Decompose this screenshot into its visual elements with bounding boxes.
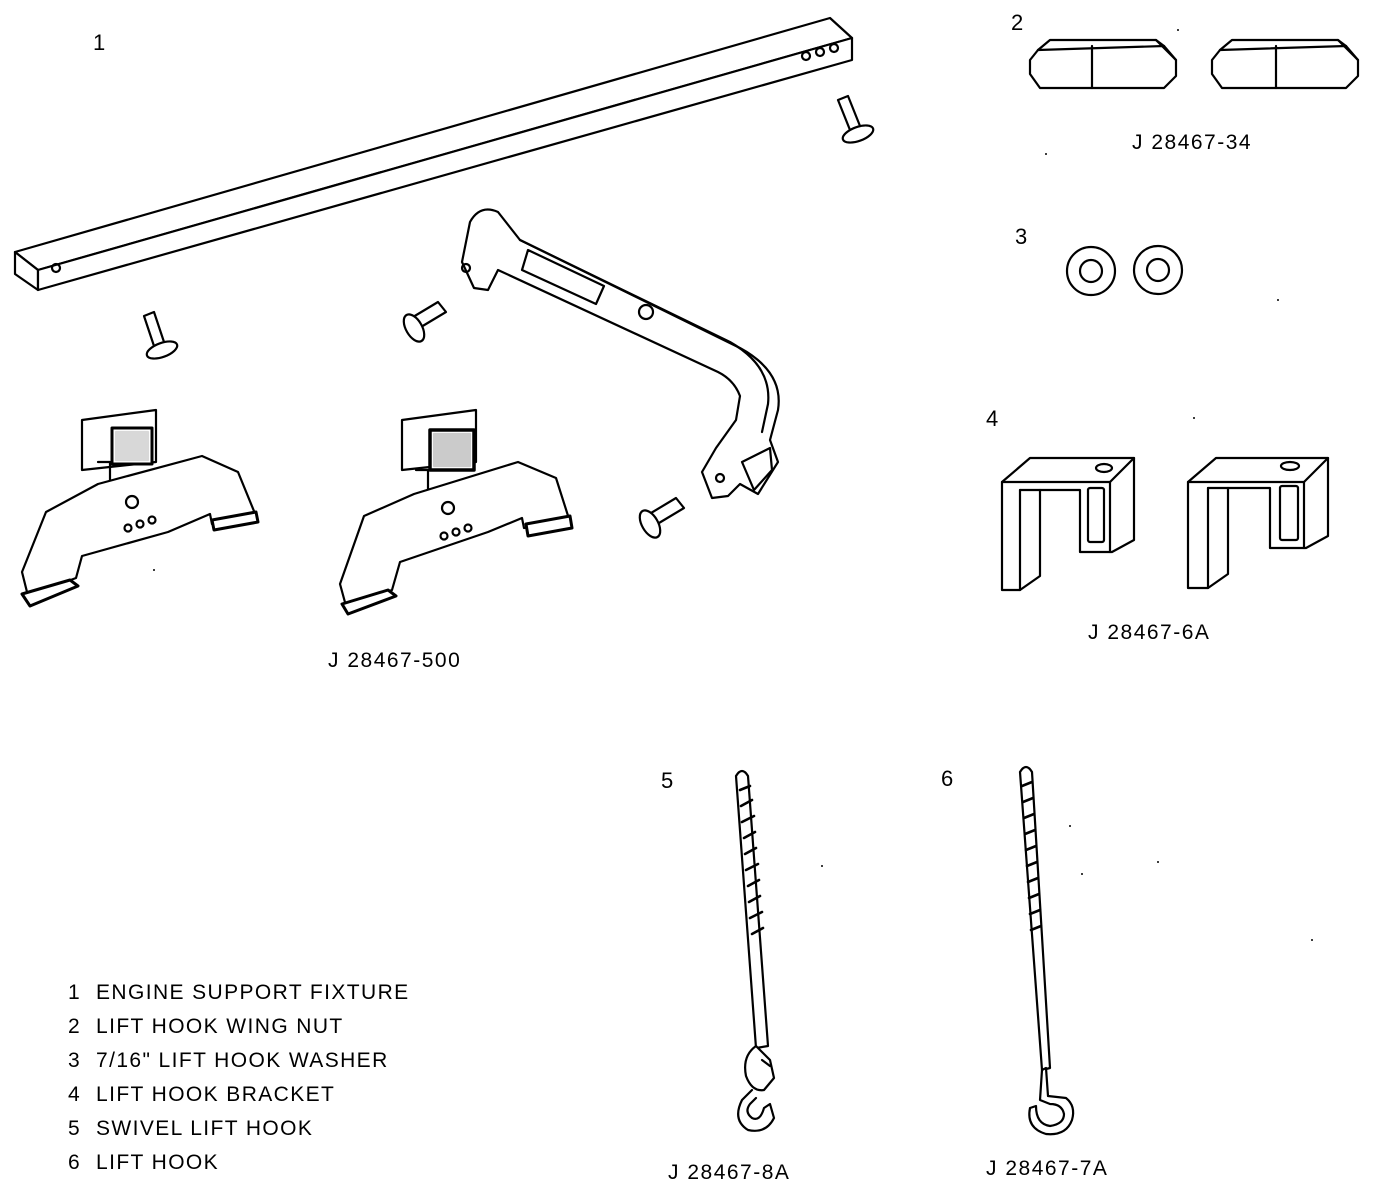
legend-item: 1 ENGINE SUPPORT FIXTURE (68, 976, 410, 1010)
support-bar (15, 18, 852, 290)
legend-item: 4 LIFT HOOK BRACKET (68, 1078, 410, 1112)
bolt-lower (636, 498, 684, 541)
callout-6: 6 (941, 766, 955, 791)
bolt-left (144, 312, 179, 362)
lift-hook-bracket-right (1188, 458, 1328, 588)
legend-item: 2 LIFT HOOK WING NUT (68, 1010, 410, 1044)
part-number-bracket: J 28467-6A (1088, 621, 1211, 644)
washer-left (1067, 247, 1115, 295)
wing-nut-right (1212, 40, 1358, 88)
legend-item: 3 7/16" LIFT HOOK WASHER (68, 1044, 410, 1078)
legend-text: SWIVEL LIFT HOOK (96, 1117, 314, 1140)
legend-text: LIFT HOOK WING NUT (96, 1015, 344, 1038)
legend-text: 7/16" LIFT HOOK WASHER (96, 1049, 389, 1072)
bolt-middle (400, 302, 446, 345)
wing-nut-left (1030, 40, 1176, 88)
callout-2: 2 (1011, 10, 1025, 35)
scan-specks (153, 29, 1313, 941)
legend-text: ENGINE SUPPORT FIXTURE (96, 981, 410, 1004)
adapter-foot-left (22, 410, 258, 606)
legend-number: 6 (68, 1151, 82, 1174)
legend-text: LIFT HOOK (96, 1151, 220, 1174)
part-number-lift-hook: J 28467-7A (986, 1157, 1109, 1180)
swivel-lift-hook (736, 771, 774, 1131)
callout-5: 5 (661, 768, 675, 793)
legend-item: 6 LIFT HOOK (68, 1146, 410, 1180)
legend-text: LIFT HOOK BRACKET (96, 1083, 336, 1106)
curved-bracket (462, 210, 779, 498)
callout-4: 4 (986, 406, 1000, 431)
callout-1: 1 (93, 30, 107, 55)
bolt-top-right (838, 96, 875, 146)
callout-3: 3 (1015, 224, 1029, 249)
washer-right (1134, 246, 1182, 294)
legend-item: 5 SWIVEL LIFT HOOK (68, 1112, 410, 1146)
lift-hook-bracket-left (1002, 458, 1134, 590)
legend-number: 4 (68, 1083, 82, 1106)
lift-hook (1020, 767, 1073, 1134)
legend-number: 1 (68, 981, 82, 1004)
legend-number: 3 (68, 1049, 82, 1072)
parts-legend: 1 ENGINE SUPPORT FIXTURE 2 LIFT HOOK WING … (68, 976, 410, 1180)
adapter-foot-middle (340, 410, 572, 614)
part-number-fixture: J 28467-500 (328, 649, 462, 672)
part-number-wing-nut: J 28467-34 (1132, 131, 1253, 154)
part-number-swivel-hook: J 28467-8A (668, 1161, 791, 1184)
legend-number: 2 (68, 1015, 82, 1038)
legend-number: 5 (68, 1117, 82, 1140)
